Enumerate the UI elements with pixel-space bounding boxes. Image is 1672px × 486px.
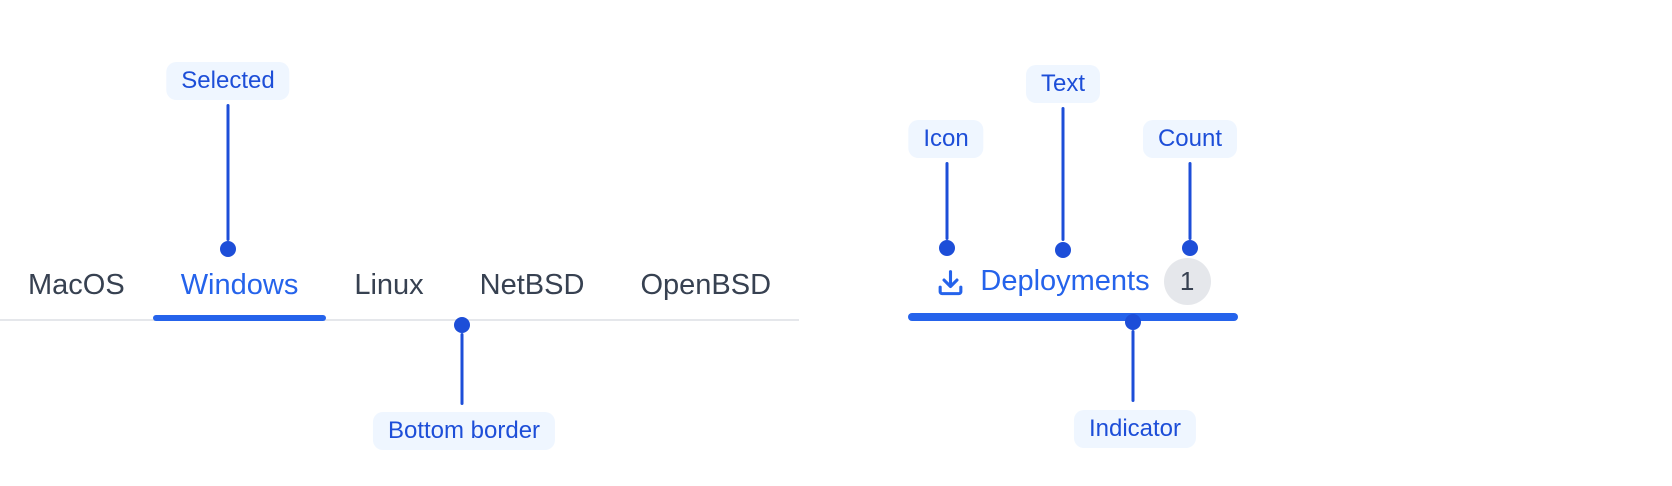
tab-windows[interactable]: Windows [152, 257, 327, 321]
annotation-line [226, 104, 230, 241]
annotation-dot [220, 241, 236, 257]
annotation-line [1131, 330, 1135, 402]
tab-bar: MacOS Windows Linux NetBSD OpenBSD [0, 257, 800, 321]
annotation-line [1061, 107, 1065, 241]
tab-content-row: Deployments 1 [935, 258, 1211, 305]
tab-netbsd[interactable]: NetBSD [479, 269, 585, 301]
count-badge: 1 [1163, 258, 1211, 305]
annotation-dot [1125, 314, 1141, 330]
annotation-label-icon: Icon [908, 120, 984, 158]
tab-macos[interactable]: MacOS [28, 269, 125, 301]
annotation-label-text: Text [1025, 65, 1101, 103]
annotation-label-selected: Selected [166, 62, 290, 100]
annotation-line [1188, 162, 1192, 240]
annotation-label-count: Count [1142, 120, 1238, 158]
tab-deployments[interactable]: Deployments 1 [908, 258, 1238, 321]
annotation-dot [454, 317, 470, 333]
annotation-label-bottom-border: Bottom border [372, 412, 556, 450]
tab-linux[interactable]: Linux [354, 269, 424, 301]
tab-label: Deployments [980, 265, 1150, 297]
download-icon [938, 269, 963, 295]
annotation-label-indicator: Indicator [1073, 410, 1197, 448]
annotation-line [460, 333, 464, 405]
tab-openbsd[interactable]: OpenBSD [640, 269, 772, 301]
annotation-line [945, 162, 949, 240]
active-indicator [908, 313, 1238, 321]
annotation-dot [939, 240, 955, 256]
annotation-dot [1055, 242, 1071, 258]
annotation-dot [1182, 240, 1198, 256]
